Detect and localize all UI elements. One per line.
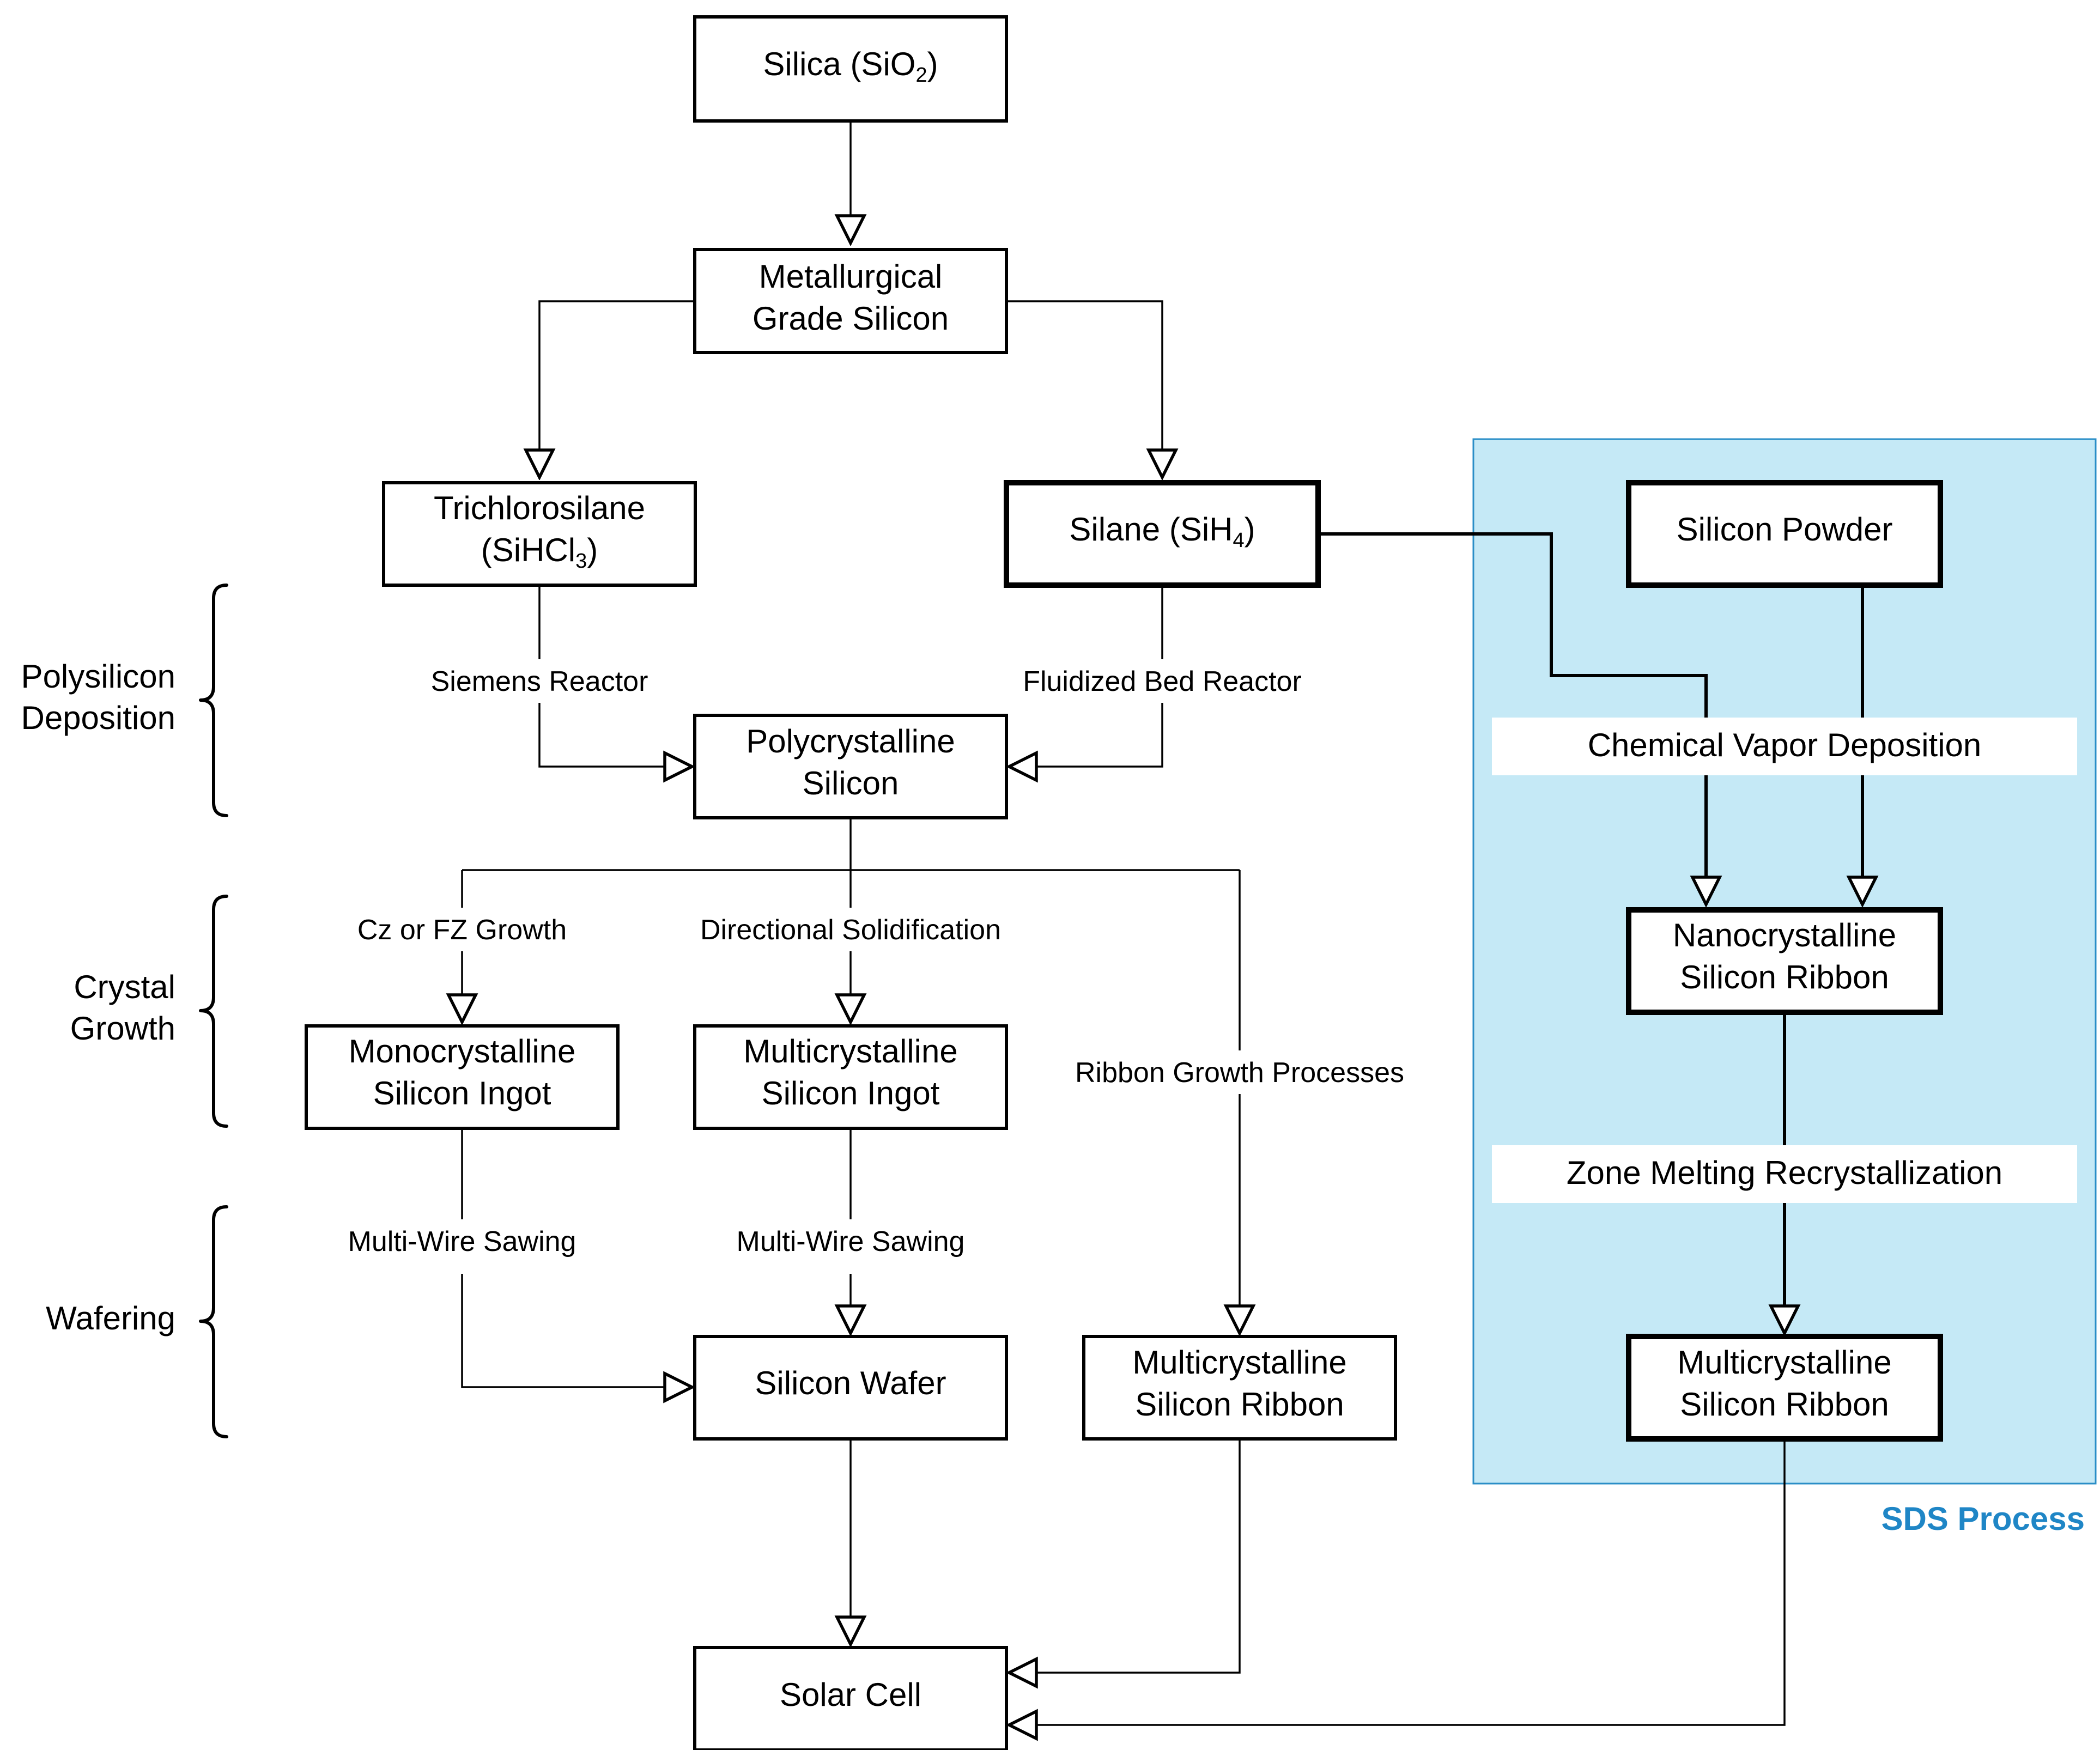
label-chemical-vapor-deposition: Chemical Vapor Deposition: [1588, 727, 1982, 763]
stage-annotations: Polysilicon Deposition Crystal Growth Wa…: [21, 584, 228, 1438]
node-sds-multicrystalline-silicon-ribbon: Multicrystalline Silicon Ribbon: [1626, 1334, 1943, 1442]
edge-sds-ribbon-to-solar-cell: [1009, 1438, 1786, 1725]
node-silica: Silica (SiO2): [693, 15, 1008, 123]
label-cz-fz-growth: Cz or FZ Growth: [357, 914, 567, 946]
svg-text:Multicrystalline: Multicrystalline: [1132, 1344, 1346, 1381]
svg-text:Polycrystalline: Polycrystalline: [746, 723, 955, 759]
stage-label-polysilicon-deposition-line2: Deposition: [21, 700, 175, 736]
svg-text:Silicon Powder: Silicon Powder: [1677, 511, 1893, 548]
stage-label-crystal-growth-line1: Crystal: [74, 969, 175, 1005]
label-multi-wire-sawing-left: Multi-Wire Sawing: [348, 1226, 576, 1257]
svg-text:Silicon Ribbon: Silicon Ribbon: [1680, 1386, 1889, 1423]
edge-trichlorosilane-to-polysilicon: [538, 585, 692, 767]
brace-polysilicon-deposition: [199, 584, 228, 817]
zmr-label-band: [1492, 1145, 2077, 1203]
label-siemens-reactor: Siemens Reactor: [431, 666, 648, 697]
node-solar-cell: Solar Cell: [693, 1646, 1008, 1750]
label-directional-solidification: Directional Solidification: [700, 914, 1001, 946]
edge-labels: Siemens Reactor Fluidized Bed Reactor Cz…: [335, 659, 2077, 1274]
node-multicrystalline-silicon-ingot: Multicrystalline Silicon Ingot: [693, 1024, 1008, 1130]
stage-label-polysilicon-deposition-line1: Polysilicon: [21, 658, 175, 695]
svg-text:Nanocrystalline: Nanocrystalline: [1673, 917, 1896, 953]
edge-silane-to-polysilicon: [1009, 585, 1163, 767]
svg-text:Monocrystalline: Monocrystalline: [349, 1033, 576, 1070]
svg-text:Silicon: Silicon: [803, 765, 899, 801]
edge-polysilicon-branch-bus: [462, 817, 1240, 871]
svg-text:Silicon Ingot: Silicon Ingot: [373, 1075, 551, 1111]
svg-text:Multicrystalline: Multicrystalline: [1677, 1344, 1891, 1381]
svg-text:Multicrystalline: Multicrystalline: [743, 1033, 957, 1070]
label-ribbon-growth-processes: Ribbon Growth Processes: [1075, 1057, 1404, 1089]
cvd-label-band: [1492, 718, 2077, 775]
node-silicon-powder: Silicon Powder: [1626, 480, 1943, 588]
brace-wafering: [199, 1205, 228, 1438]
node-nanocrystalline-silicon-ribbon: Nanocrystalline Silicon Ribbon: [1626, 907, 1943, 1015]
edge-mono-ingot-to-wafer: [461, 1128, 692, 1387]
node-silane: Silane (SiH4): [1004, 480, 1321, 588]
stage-label-crystal-growth-line2: Growth: [70, 1010, 175, 1047]
label-fluidized-bed-reactor: Fluidized Bed Reactor: [1023, 666, 1302, 697]
svg-text:Grade Silicon: Grade Silicon: [752, 300, 949, 337]
svg-text:(SiHCl3): (SiHCl3): [481, 532, 598, 573]
svg-text:Silicon Ribbon: Silicon Ribbon: [1680, 959, 1889, 995]
brace-crystal-growth: [199, 895, 228, 1128]
node-polycrystalline-silicon: Polycrystalline Silicon: [693, 714, 1008, 819]
svg-text:Silica (SiO2): Silica (SiO2): [763, 46, 938, 87]
node-multicrystalline-silicon-ribbon: Multicrystalline Silicon Ribbon: [1082, 1335, 1397, 1441]
svg-text:Silane (SiH4): Silane (SiH4): [1069, 511, 1255, 552]
node-silicon-wafer: Silicon Wafer: [693, 1335, 1008, 1441]
svg-text:Silicon Ingot: Silicon Ingot: [762, 1075, 940, 1111]
nodes: Silica (SiO2) Metallurgical Grade Silico…: [305, 15, 1943, 1750]
label-multi-wire-sawing-middle: Multi-Wire Sawing: [737, 1226, 965, 1257]
edge-mg-to-silane: [1006, 300, 1162, 477]
svg-text:Trichlorosilane: Trichlorosilane: [434, 490, 645, 526]
edge-multi-ribbon-to-solar-cell: [1009, 1438, 1241, 1673]
stage-label-wafering: Wafering: [46, 1300, 175, 1336]
node-metallurgical-grade-silicon: Metallurgical Grade Silicon: [693, 248, 1008, 354]
svg-text:Silicon Wafer: Silicon Wafer: [755, 1365, 946, 1401]
edge-mg-to-trichlorosilane: [539, 300, 695, 477]
svg-text:Solar Cell: Solar Cell: [780, 1676, 921, 1713]
node-trichlorosilane: Trichlorosilane (SiHCl3): [382, 481, 697, 587]
sds-process-title: SDS Process: [1881, 1500, 2085, 1537]
svg-text:Metallurgical: Metallurgical: [759, 258, 943, 295]
svg-text:Silicon Ribbon: Silicon Ribbon: [1135, 1386, 1344, 1423]
node-monocrystalline-silicon-ingot: Monocrystalline Silicon Ingot: [305, 1024, 620, 1130]
label-zone-melting-recrystallization: Zone Melting Recrystallization: [1567, 1154, 2002, 1191]
